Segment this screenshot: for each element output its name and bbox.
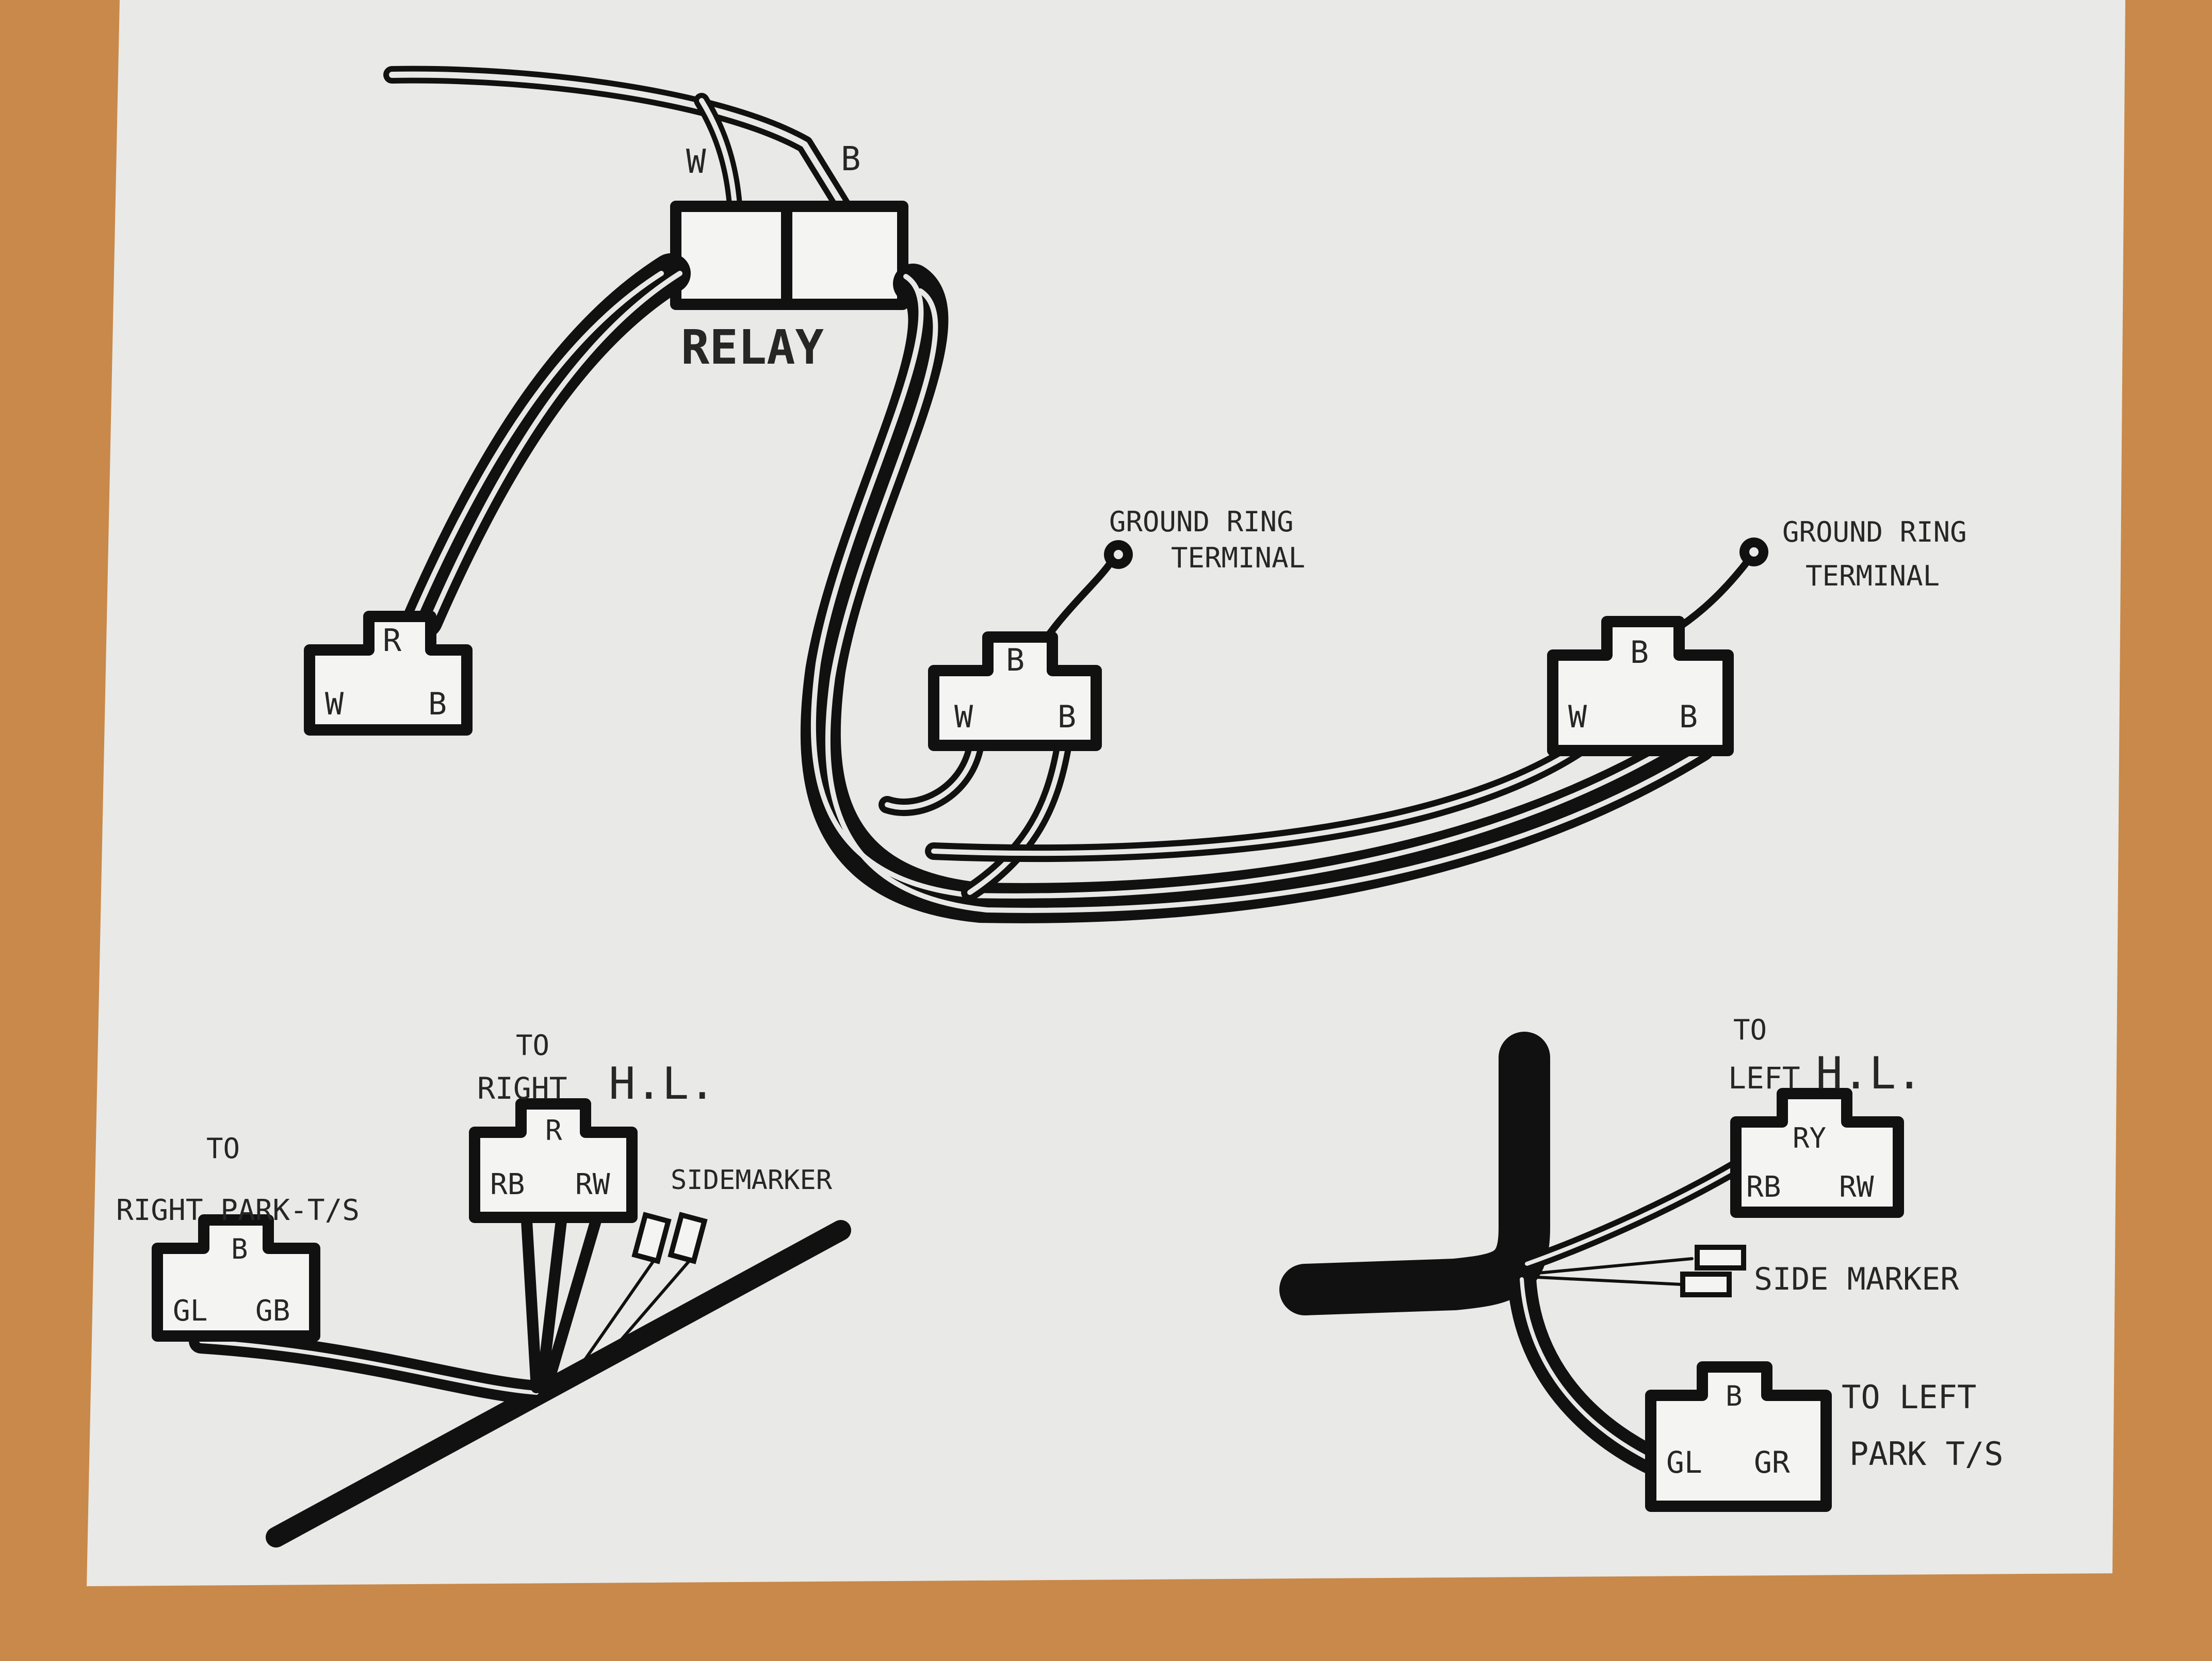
connector-right-top-label: B xyxy=(1630,634,1649,671)
left-park-right-label: GR xyxy=(1754,1445,1790,1480)
paper-sheet xyxy=(87,0,2125,1586)
relay-half-left xyxy=(670,201,792,310)
side-marker-plug-3 xyxy=(1695,1245,1746,1271)
relay-b-label: B xyxy=(841,140,861,178)
right-trunk xyxy=(266,1220,851,1548)
ground-right-line1: GROUND RING xyxy=(1782,516,1967,548)
left-side-marker-label: SIDE MARKER xyxy=(1754,1261,1959,1297)
right-hl-left-label: RB xyxy=(490,1168,525,1201)
relay-half-right xyxy=(781,201,908,310)
left-park-label-line2: PARK T/S xyxy=(1849,1435,2004,1473)
ground-left-line1: GROUND RING xyxy=(1109,506,1294,538)
right-park-to: TO xyxy=(206,1132,240,1165)
right-side-marker-label: SIDEMARKER xyxy=(671,1165,833,1196)
left-hl-right-label: RW xyxy=(1839,1170,1874,1204)
connector-right-right-label: B xyxy=(1679,699,1698,735)
ground-right-line2: TERMINAL xyxy=(1806,560,1940,592)
left-hl-connector xyxy=(1730,1088,1904,1218)
relay-w-label: W xyxy=(686,143,706,181)
left-hl-top-label: RY xyxy=(1793,1122,1826,1154)
right-park-left-label: GL xyxy=(173,1294,207,1328)
left-park-label-line1: TO LEFT xyxy=(1842,1378,1976,1416)
right-park-right-label: GB xyxy=(255,1294,290,1328)
right-hl-connector xyxy=(469,1098,638,1223)
connector-left-right-label: B xyxy=(428,686,447,722)
right-hl-top-label: R xyxy=(545,1114,562,1147)
connector-left-top-label: R xyxy=(383,623,402,659)
ground-left-line2: TERMINAL xyxy=(1171,542,1305,574)
connector-mid-left-label: W xyxy=(954,699,973,735)
relay-harness xyxy=(304,66,1768,923)
relay-label: RELAY xyxy=(681,320,824,375)
left-park-left-label: GL xyxy=(1666,1445,1702,1480)
connector-left-left-label: W xyxy=(325,686,344,722)
connector-mid-right-label: B xyxy=(1058,699,1076,735)
side-marker-plug-2 xyxy=(668,1212,708,1264)
left-bundle xyxy=(403,253,691,639)
side-marker-plug-1 xyxy=(631,1212,672,1264)
right-side-harness xyxy=(152,1098,851,1548)
right-hl-right-label: RW xyxy=(575,1168,610,1201)
right-park-top-label: B xyxy=(231,1233,248,1265)
connector-right-left-label: W xyxy=(1568,699,1587,735)
connector-mid-top-label: B xyxy=(1006,642,1024,678)
left-park-connector xyxy=(1645,1361,1832,1512)
left-hl-label: LEFT xyxy=(1728,1061,1800,1096)
left-hl-left-label: RB xyxy=(1746,1170,1781,1204)
left-trunk xyxy=(1279,1032,1550,1315)
right-hl-label: RIGHT xyxy=(477,1071,567,1106)
right-park-label: RIGHT PARK-T/S xyxy=(116,1194,360,1227)
right-hl-label-big: H.L. xyxy=(609,1058,715,1110)
side-marker-plug-4 xyxy=(1680,1272,1732,1297)
right-park-connector xyxy=(152,1214,320,1342)
left-park-top-label: B xyxy=(1726,1380,1743,1412)
connector-mid xyxy=(928,631,1102,751)
left-side-harness xyxy=(1279,1032,1904,1512)
right-hl-to: TO xyxy=(516,1029,549,1062)
connector-left xyxy=(304,611,473,736)
left-hl-to: TO xyxy=(1733,1014,1767,1046)
labels: W B RELAY R W B B W B B W B GROUND RING … xyxy=(116,140,2004,1480)
connector-right xyxy=(1547,616,1734,756)
left-hl-label-big: H.L. xyxy=(1816,1048,1923,1099)
